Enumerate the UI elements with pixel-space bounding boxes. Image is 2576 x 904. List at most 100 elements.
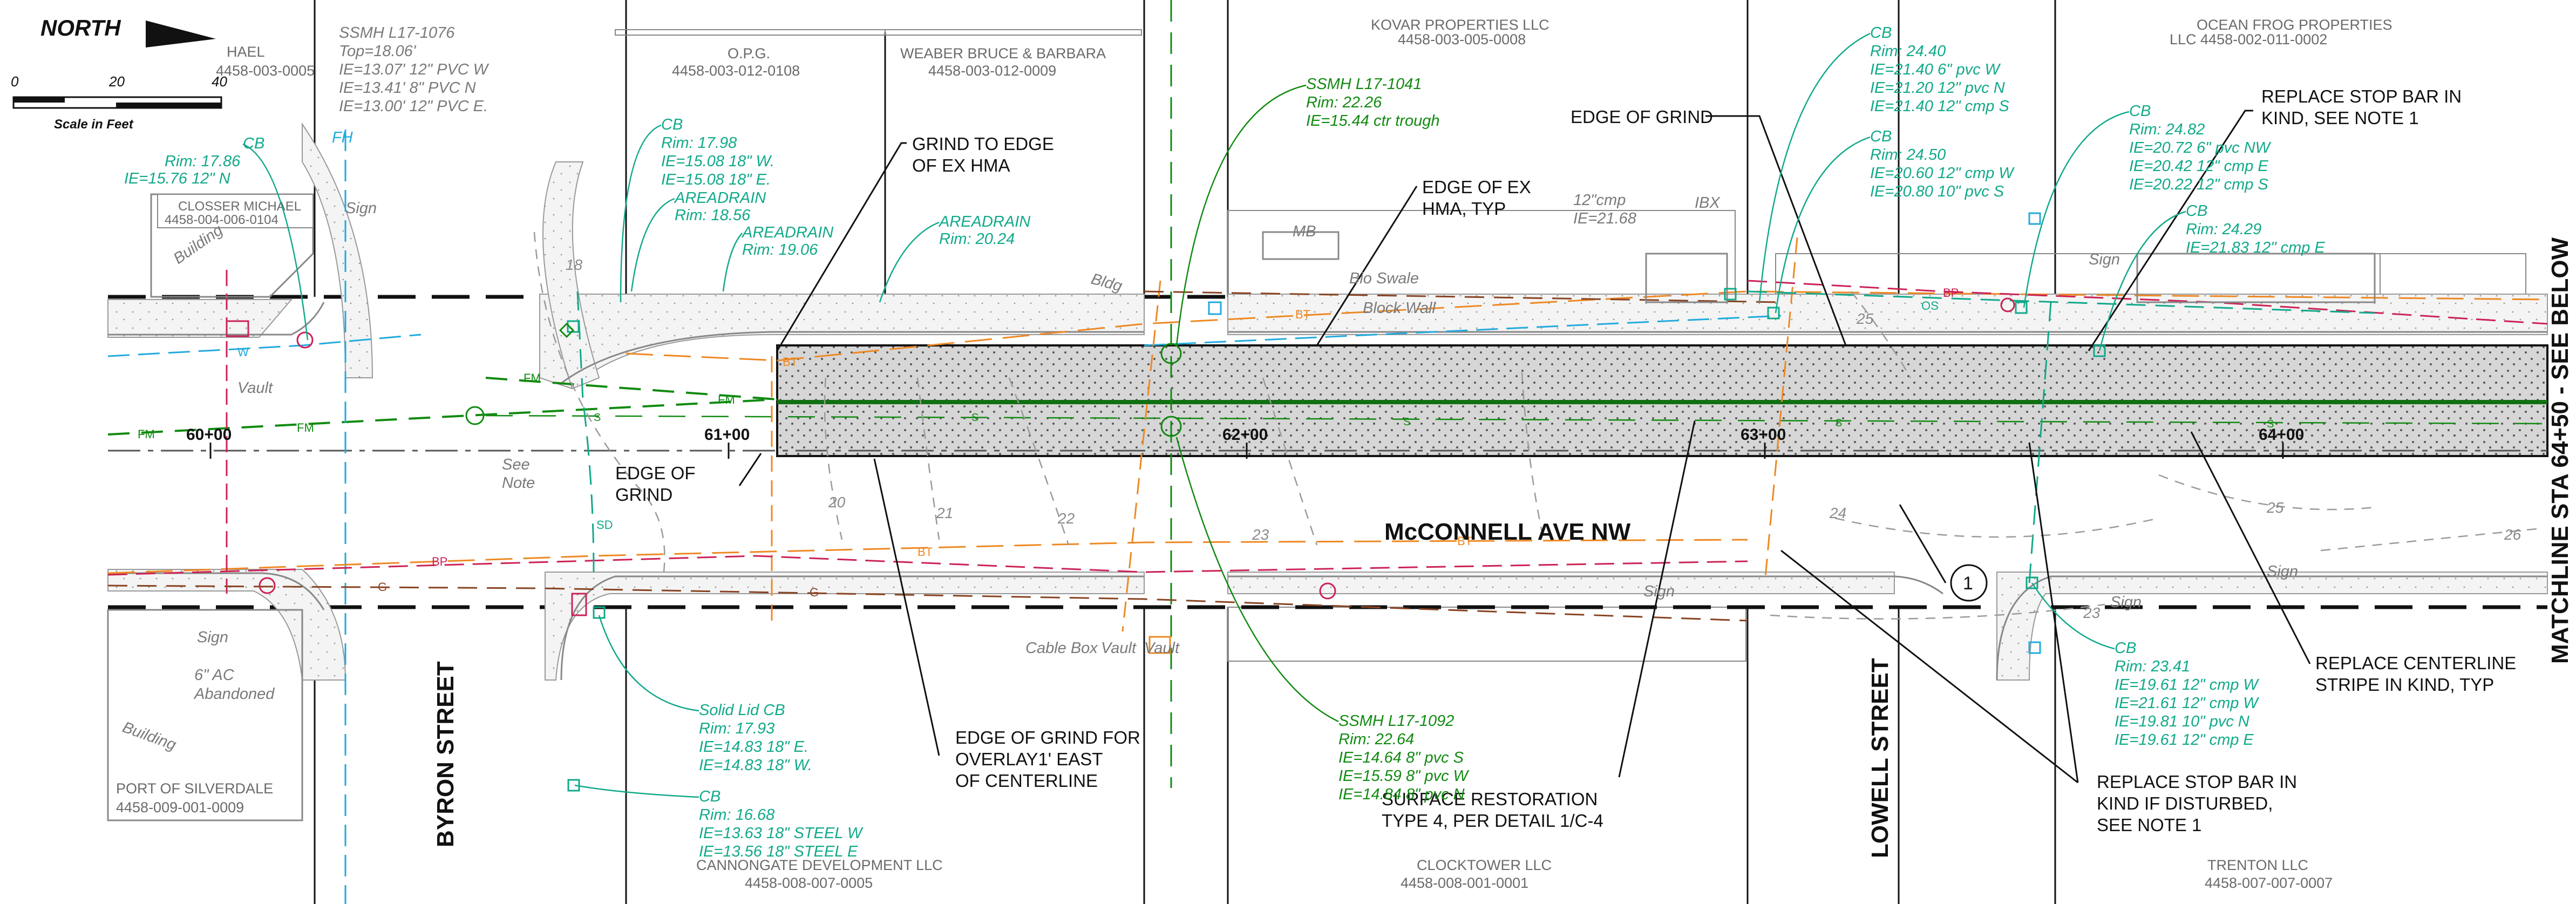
svg-text:IE=20.72 6" pvc NW: IE=20.72 6" pvc NW [2129, 139, 2272, 157]
sd-label: SD [596, 518, 613, 532]
os-label: OS [1921, 299, 1939, 312]
svg-text:Rim: 20.24: Rim: 20.24 [939, 230, 1015, 248]
svg-text:IE=20.22 12" cmp S: IE=20.22 12" cmp S [2129, 176, 2268, 193]
ac-abandoned-label: Abandoned [193, 685, 275, 703]
svg-text:CB: CB [699, 788, 721, 805]
vault-label: Vault [237, 379, 274, 397]
matchline-label: MATCHLINE STA 64+50 - SEE BELOW [2547, 237, 2573, 664]
contour-labels: 18 20 21 22 23 23 24 25 25 26 [566, 256, 2521, 621]
note-edge-of-grind-top: EDGE OF GRIND [1571, 107, 1713, 127]
svg-text:CB: CB [661, 116, 683, 133]
sign-label: Sign [2089, 251, 2120, 268]
callout-marker: 1 [1899, 504, 1988, 602]
svg-text:Rim: 24.40: Rim: 24.40 [1870, 43, 1946, 60]
note-grind-to-edge-hma: GRIND TO EDGE OF EX HMA [912, 134, 1054, 175]
svg-text:KOVAR PROPERTIES LLC: KOVAR PROPERTIES LLC [1371, 17, 1549, 33]
scale-caption: Scale in Feet [54, 117, 134, 132]
svg-text:4458-008-007-0005: 4458-008-007-0005 [745, 875, 873, 891]
power-pole-icon [1319, 582, 1336, 600]
svg-text:Rim: 23.41: Rim: 23.41 [2115, 658, 2190, 675]
cable-box-label: Cable Box [1025, 640, 1098, 657]
svg-text:SSMH L17-1092: SSMH L17-1092 [1338, 712, 1454, 730]
see-note-label: See [502, 456, 530, 473]
catch-basin-icon [593, 606, 606, 619]
mb-label: MB [1293, 223, 1316, 240]
bt-label: BT [1295, 308, 1310, 321]
contour-label: 25 [1856, 310, 1874, 327]
catch-basin-icon [567, 779, 580, 792]
power-pole-icon [296, 331, 314, 349]
svg-text:WEABER BRUCE & BARBARA: WEABER BRUCE & BARBARA [900, 45, 1106, 62]
svg-text:CB: CB [2129, 103, 2151, 120]
solid-lid-cb-label: Solid Lid CB Rim: 17.93 IE=14.83 18" E. … [699, 702, 812, 774]
vault-icon [226, 320, 249, 337]
station-label: 61+00 [704, 426, 750, 444]
bio-swale-label: Bio Swale [1349, 270, 1419, 287]
manhole-icon [465, 406, 485, 425]
owner-label: OCEAN FROG PROPERTIES LLC 4458-002-011-0… [2170, 17, 2393, 47]
svg-text:IE=13.41' 8" PVC N: IE=13.41' 8" PVC N [339, 79, 476, 97]
main-street-name: McCONNELL AVE NW [1384, 519, 1631, 545]
svg-text:IE=13.00' 12" PVC E.: IE=13.00' 12" PVC E. [339, 98, 488, 115]
svg-text:IE=13.63 18" STEEL W: IE=13.63 18" STEEL W [699, 825, 864, 842]
svg-text:HAEL: HAEL [227, 44, 265, 60]
owner-label: O.P.G. 4458-003-012-0108 [672, 45, 800, 79]
station-labels: 60+00 61+00 62+00 63+00 64+00 [186, 426, 2304, 459]
sign-label: Sign [345, 200, 377, 217]
cleanout-icon [559, 322, 575, 338]
svg-text:IE=14.83 18" E.: IE=14.83 18" E. [699, 738, 808, 756]
svg-text:4458-003-012-0108: 4458-003-012-0108 [672, 63, 800, 79]
svg-text:IE=19.61 12" cmp W: IE=19.61 12" cmp W [2115, 676, 2259, 694]
svg-text:OVERLAY1' EAST: OVERLAY1' EAST [955, 749, 1103, 769]
svg-text:Rim: 22.64: Rim: 22.64 [1338, 731, 1414, 748]
svg-text:SSMH L17-1076: SSMH L17-1076 [339, 24, 455, 42]
feature-labels: Building Building Vault Vault Vault Sign… [120, 200, 2298, 754]
svg-text:AREADRAIN: AREADRAIN [741, 224, 833, 241]
fm-label: FM [297, 421, 314, 434]
note-edge-of-grind-left: EDGE OF GRIND [615, 463, 696, 505]
svg-text:Rim: 17.86: Rim: 17.86 [165, 153, 241, 170]
svg-text:IE=13.07' 12" PVC W: IE=13.07' 12" PVC W [339, 61, 490, 78]
owner-label: CLOCKTOWER LLC 4458-008-001-0001 [1401, 857, 1552, 891]
svg-text:TYPE 4, PER DETAIL 1/C-4: TYPE 4, PER DETAIL 1/C-4 [1382, 811, 1603, 831]
cb-label-bottom: CB Rim: 16.68 IE=13.63 18" STEEL W IE=13… [699, 788, 864, 860]
catch-basin-icon [567, 320, 580, 333]
vault-icon [571, 593, 587, 616]
gas-label: G [378, 580, 387, 594]
owner-labels: HAEL 4458-003-0005 O.P.G. 4458-003-012-0… [116, 17, 2393, 891]
water-label: W [237, 345, 249, 359]
areadrain-label-3: AREADRAIN Rim: 20.24 [938, 213, 1030, 248]
cb-label-lowell-2: CB Rim: 24.50 IE=20.60 12" cmp W IE=20.8… [1870, 128, 2015, 200]
lowell-street-name: LOWELL STREET [1867, 658, 1893, 858]
north-label: NORTH [40, 15, 121, 40]
building-label: Building [171, 221, 226, 267]
vault-icon [1148, 636, 1171, 654]
force-main-line: FM FM FM FM [107, 371, 778, 441]
station-label: 60+00 [186, 426, 232, 444]
svg-text:Rim: 22.26: Rim: 22.26 [1306, 94, 1382, 111]
catch-basin-icon [1767, 307, 1780, 320]
svg-text:IE=20.80 10" pvc S: IE=20.80 10" pvc S [1870, 183, 2004, 200]
svg-text:4458-003-005-0008: 4458-003-005-0008 [1398, 31, 1526, 47]
svg-text:OCEAN FROG PROPERTIES: OCEAN FROG PROPERTIES [2197, 17, 2393, 33]
bt-label: BT [783, 355, 798, 369]
svg-text:TRENTON LLC: TRENTON LLC [2207, 857, 2308, 873]
bldg-label: Bldg [1089, 270, 1124, 295]
svg-text:CLOCKTOWER LLC: CLOCKTOWER LLC [1417, 857, 1552, 873]
svg-text:EDGE OF GRIND: EDGE OF GRIND [1571, 107, 1713, 127]
sign-label: Sign [2110, 594, 2142, 611]
owner-label: HAEL 4458-003-0005 [216, 44, 315, 79]
svg-text:GRIND TO EDGE: GRIND TO EDGE [912, 134, 1054, 154]
building-label: Building [120, 719, 179, 754]
svg-text:12"cmp: 12"cmp [1573, 192, 1626, 209]
sewer-label: S [1835, 417, 1842, 429]
svg-text:KIND, SEE NOTE 1: KIND, SEE NOTE 1 [2261, 108, 2419, 128]
svg-text:Solid Lid CB: Solid Lid CB [699, 702, 785, 719]
utility-leaders [242, 32, 2186, 798]
water-meter-icon [2028, 212, 2041, 225]
svg-text:EDGE OF EX: EDGE OF EX [1422, 177, 1531, 197]
water-meter-icon [2028, 641, 2041, 654]
owner-label: KOVAR PROPERTIES LLC 4458-003-005-0008 [1371, 17, 1549, 47]
sewer-label: S [1403, 416, 1410, 428]
